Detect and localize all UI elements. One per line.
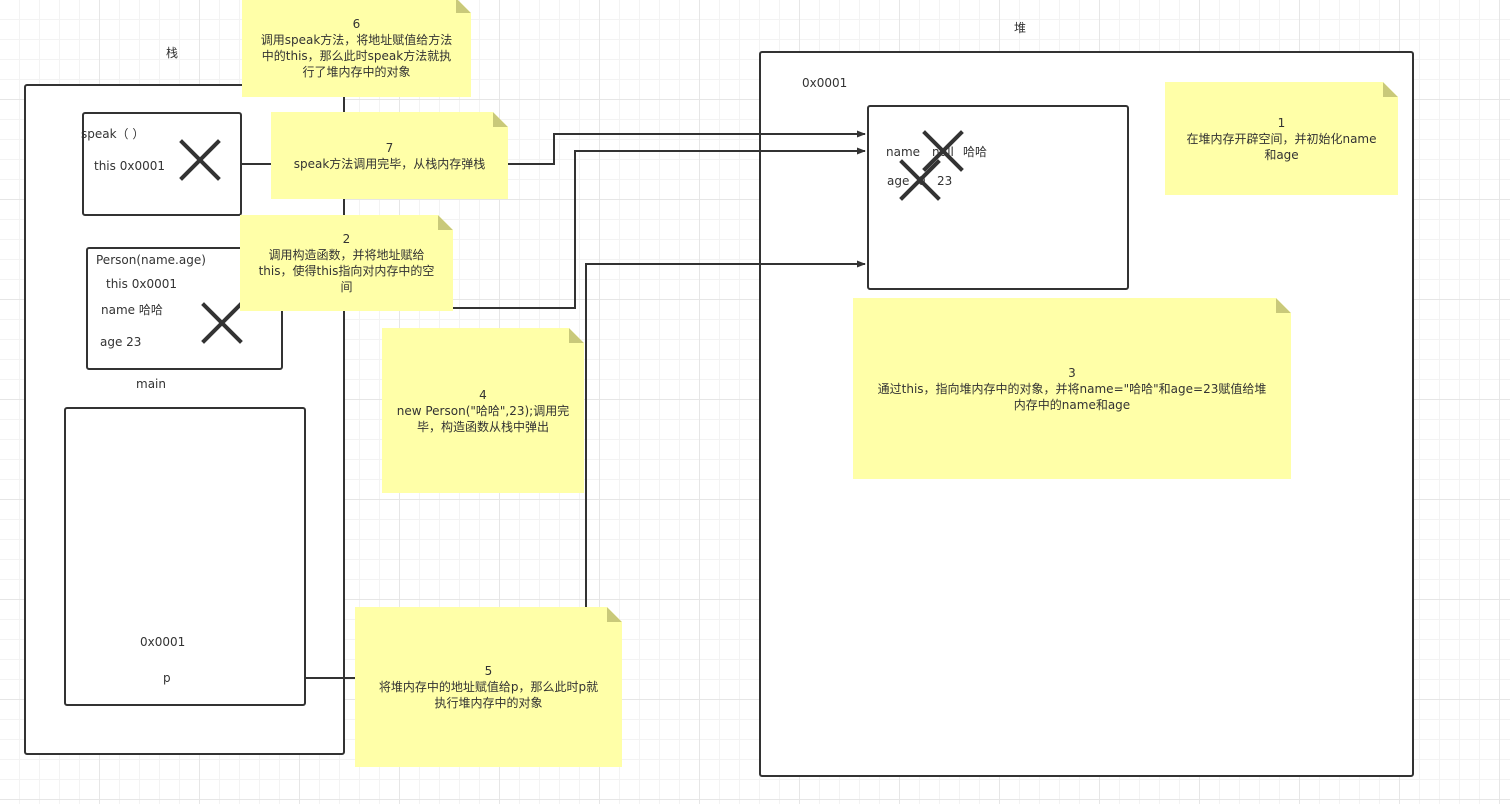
- heap-age-key: age: [887, 174, 910, 188]
- speak-frame-this: this 0x0001: [94, 159, 165, 173]
- heap-age-old: 0: [918, 174, 926, 188]
- speak-frame-title: speak（ ）: [81, 127, 145, 141]
- person-frame-name: name 哈哈: [101, 303, 163, 317]
- note-4-num: 4: [479, 387, 487, 402]
- person-frame-title: Person(name.age): [96, 253, 206, 267]
- note-2-fold: [438, 215, 453, 230]
- note-1-line-1: 在堆内存开辟空间，并初始化name: [1186, 131, 1377, 146]
- note-5-line-1: 将堆内存中的地址赋值给p，那么此时p就: [378, 680, 599, 694]
- stack-label: 栈: [166, 46, 179, 60]
- note-2-num: 2: [342, 232, 351, 246]
- person-frame-this: this 0x0001: [106, 277, 177, 291]
- note-2-line-3: 间: [340, 280, 353, 294]
- note-5-fold: [607, 607, 622, 622]
- note-6-line-3: 行了堆内存中的对象: [302, 64, 411, 79]
- heap-name-old: null: [932, 145, 954, 159]
- note-4[interactable]: 4 new Person("哈哈",23);调用完 毕，构造函数从栈中弹出: [382, 328, 584, 493]
- heap-label: 堆: [1014, 21, 1027, 35]
- note-4-line-2: 毕，构造函数从栈中弹出: [416, 419, 549, 434]
- note-1[interactable]: 1 在堆内存开辟空间，并初始化name 和age: [1165, 82, 1398, 195]
- note-1-num: 1: [1277, 115, 1286, 130]
- note-4-line-1: new Person("哈哈",23);调用完: [396, 403, 570, 418]
- note-3[interactable]: 3 通过this，指向堆内存中的对象，并将name="哈哈"和age=23赋值给…: [853, 298, 1291, 479]
- main-frame[interactable]: 0x0001 p: [64, 407, 306, 706]
- note-3-line-1: 通过this，指向堆内存中的对象，并将name="哈哈"和age=23赋值给堆: [877, 381, 1267, 396]
- heap-age-val: 23: [937, 174, 953, 188]
- note-2-line-2: this，使得this指向对内存中的空: [258, 264, 435, 278]
- note-1-line-2: 和age: [1264, 147, 1299, 162]
- note-6-fold: [456, 0, 471, 13]
- note-7-fold: [493, 112, 508, 127]
- note-5-line-2: 执行堆内存中的对象: [434, 696, 543, 710]
- main-label: main: [136, 377, 166, 391]
- note-5-num: 5: [484, 664, 493, 678]
- heap-object[interactable]: name null 哈哈 age 0 23: [867, 105, 1129, 290]
- note-7[interactable]: 7 speak方法调用完毕，从栈内存弹栈: [271, 112, 508, 199]
- note-3-num: 3: [1068, 365, 1076, 380]
- note-6-num: 6: [352, 16, 361, 31]
- note-7-line-1: speak方法调用完毕，从栈内存弹栈: [293, 156, 486, 171]
- heap-address: 0x0001: [802, 76, 848, 90]
- note-2[interactable]: 2 调用构造函数，并将地址赋给 this，使得this指向对内存中的空 间: [240, 215, 453, 311]
- note-7-num: 7: [385, 140, 394, 155]
- note-4-fold: [569, 328, 584, 343]
- note-6-line-1: 调用speak方法，将地址赋值给方法: [260, 32, 453, 47]
- main-frame-address: 0x0001: [140, 635, 186, 649]
- heap-name-key: name: [886, 145, 921, 159]
- note-6[interactable]: 6 调用speak方法，将地址赋值给方法 中的this，那么此时speak方法就…: [242, 0, 471, 97]
- note-3-line-2: 内存中的name和age: [1013, 397, 1131, 412]
- main-frame-var: p: [163, 671, 171, 685]
- note-6-line-2: 中的this，那么此时speak方法就执: [261, 48, 452, 63]
- person-frame-age: age 23: [100, 335, 142, 349]
- note-5[interactable]: 5 将堆内存中的地址赋值给p，那么此时p就 执行堆内存中的对象: [355, 607, 622, 767]
- heap-name-val: 哈哈: [963, 145, 988, 159]
- note-2-line-1: 调用构造函数，并将地址赋给: [268, 248, 425, 262]
- speak-frame[interactable]: speak（ ） this 0x0001: [81, 112, 242, 216]
